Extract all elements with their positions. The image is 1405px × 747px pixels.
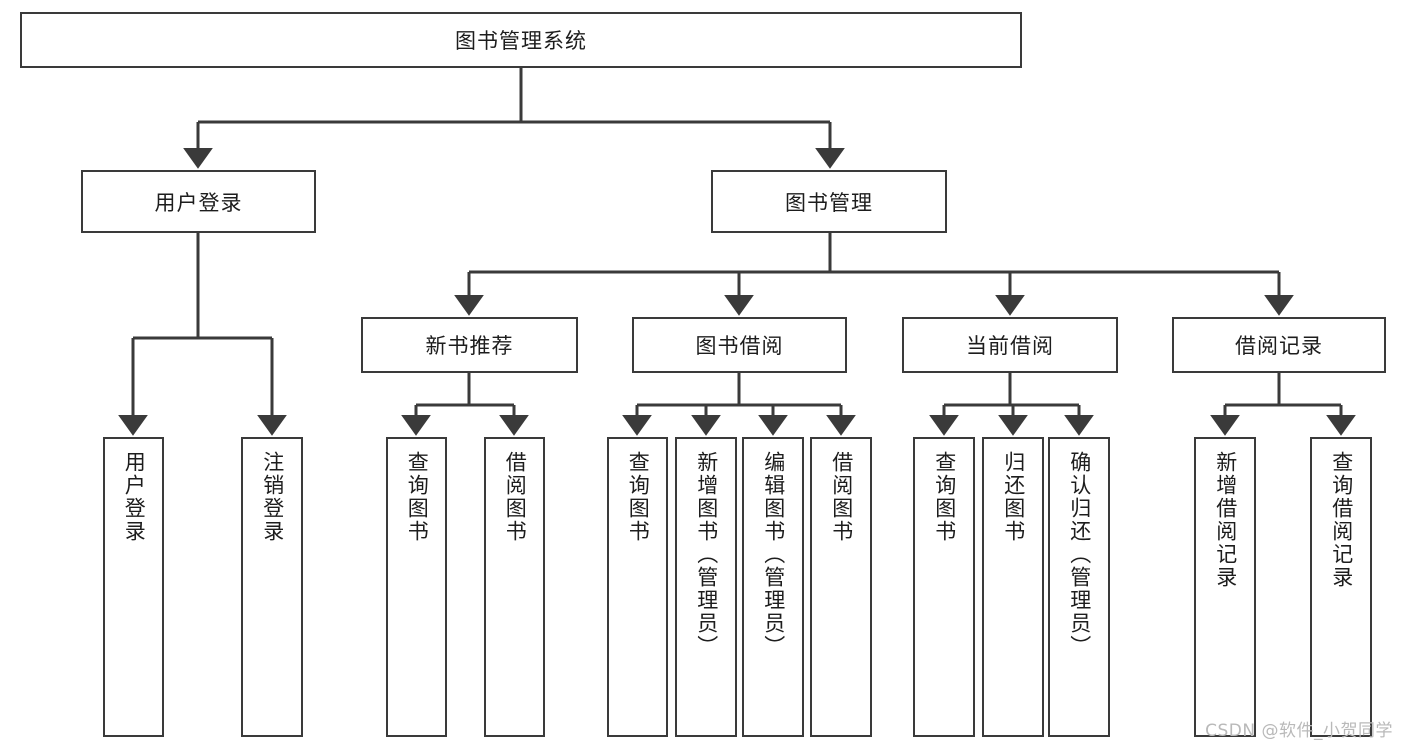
node-label: 借阅图书 <box>829 451 854 543</box>
edge-group-borrow <box>622 373 856 436</box>
node-new-book-recommend[interactable]: 新书推荐 <box>361 317 578 373</box>
node-label: 查询图书 <box>932 451 957 543</box>
edge-group-root <box>183 68 845 169</box>
node-book-borrow[interactable]: 图书借阅 <box>632 317 847 373</box>
node-label: 用户登录 <box>122 451 147 543</box>
node-label: 新书推荐 <box>425 334 514 358</box>
node-label: 确认归还（管理员） <box>1067 451 1092 658</box>
node-label: 注销登录 <box>260 451 285 543</box>
node-label: 查询图书 <box>405 451 430 543</box>
node-borrow-records[interactable]: 借阅记录 <box>1172 317 1386 373</box>
node-label: 图书管理 <box>785 190 873 215</box>
node-label: 新增图书（管理员） <box>694 451 719 658</box>
node-label: 查询借阅记录 <box>1329 451 1354 589</box>
node-label: 用户登录 <box>154 190 243 215</box>
edge-group-new-book <box>401 373 529 436</box>
leaf-borrow-book-recommend[interactable]: 借阅图书 <box>484 437 545 737</box>
leaf-borrow-book[interactable]: 借阅图书 <box>810 437 872 737</box>
leaf-return-book[interactable]: 归还图书 <box>982 437 1044 737</box>
leaf-query-book-current[interactable]: 查询图书 <box>913 437 975 737</box>
edge-group-user-login <box>118 233 287 436</box>
node-current-borrow[interactable]: 当前借阅 <box>902 317 1118 373</box>
leaf-query-book-borrow[interactable]: 查询图书 <box>607 437 668 737</box>
node-label: 归还图书 <box>1001 451 1026 543</box>
node-user-login[interactable]: 用户登录 <box>81 170 316 233</box>
node-label: 编辑图书（管理员） <box>761 451 786 658</box>
leaf-logout[interactable]: 注销登录 <box>241 437 303 737</box>
leaf-confirm-return-admin[interactable]: 确认归还（管理员） <box>1048 437 1110 737</box>
leaf-query-borrow-record[interactable]: 查询借阅记录 <box>1310 437 1372 737</box>
edge-group-records <box>1210 373 1356 436</box>
node-book-management[interactable]: 图书管理 <box>711 170 947 233</box>
leaf-add-borrow-record[interactable]: 新增借阅记录 <box>1194 437 1256 737</box>
node-label: 图书借阅 <box>695 334 784 358</box>
leaf-add-book-admin[interactable]: 新增图书（管理员） <box>675 437 737 737</box>
edge-group-book-mgmt <box>454 233 1294 316</box>
node-label: 查询图书 <box>626 451 651 543</box>
node-label: 图书管理系统 <box>455 29 587 53</box>
leaf-edit-book-admin[interactable]: 编辑图书（管理员） <box>742 437 804 737</box>
leaf-query-book-recommend[interactable]: 查询图书 <box>386 437 447 737</box>
node-root-system[interactable]: 图书管理系统 <box>20 12 1022 68</box>
leaf-user-login[interactable]: 用户登录 <box>103 437 164 737</box>
node-label: 新增借阅记录 <box>1213 451 1238 589</box>
edge-group-current-borrow <box>929 373 1094 436</box>
csdn-watermark: CSDN @软件_小贺同学 <box>1205 721 1393 741</box>
node-label: 借阅图书 <box>503 451 528 543</box>
node-label: 借阅记录 <box>1235 334 1323 358</box>
node-label: 当前借阅 <box>966 334 1054 358</box>
